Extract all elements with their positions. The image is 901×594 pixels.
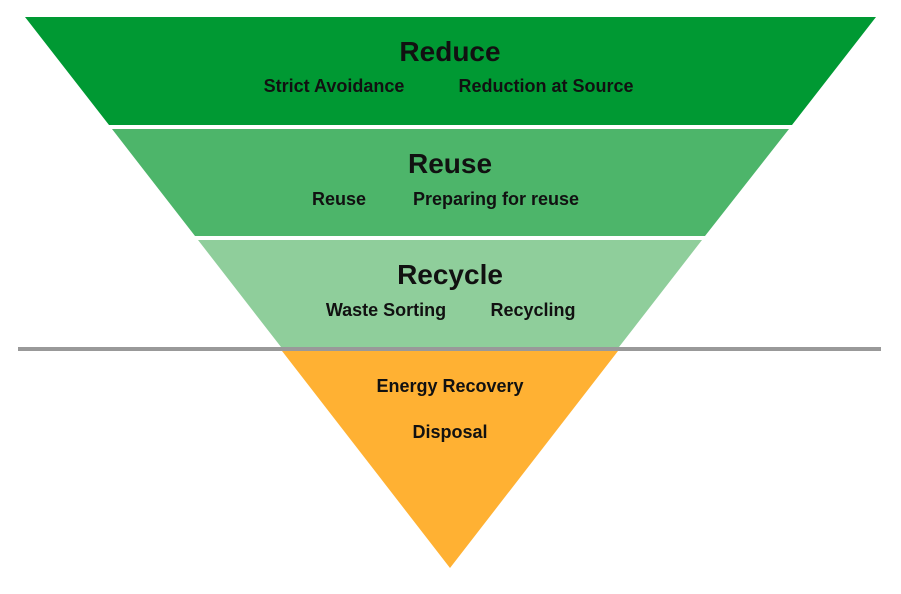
tier-reduce-title: Reduce bbox=[399, 36, 500, 67]
tier-recycle-title: Recycle bbox=[397, 259, 503, 290]
tier-reuse: Reuse Reuse Preparing for reuse bbox=[112, 129, 789, 236]
tier-recovery-disposal: Energy Recovery Disposal bbox=[282, 351, 618, 568]
tier-item-disposal: Disposal bbox=[412, 422, 487, 442]
tier-reuse-band bbox=[112, 129, 789, 236]
tier-item-energy-recovery: Energy Recovery bbox=[376, 376, 523, 396]
tier-reuse-item-reuse: Reuse bbox=[312, 189, 366, 209]
tier-reduce-item-reduction-at-source: Reduction at Source bbox=[458, 76, 633, 96]
tier-reduce-band bbox=[25, 17, 876, 125]
tier-reuse-title: Reuse bbox=[408, 148, 492, 179]
tier-recycle-item-recycling: Recycling bbox=[490, 300, 575, 320]
tier-recovery-disposal-band bbox=[282, 351, 618, 568]
tier-reduce-item-strict-avoidance: Strict Avoidance bbox=[264, 76, 405, 96]
tier-reduce: Reduce Strict Avoidance Reduction at Sou… bbox=[25, 17, 876, 125]
tier-recycle-band bbox=[198, 240, 702, 347]
tier-recycle-item-waste-sorting: Waste Sorting bbox=[326, 300, 446, 320]
tier-reuse-item-preparing-for-reuse: Preparing for reuse bbox=[413, 189, 579, 209]
tier-recycle: Recycle Waste Sorting Recycling bbox=[198, 240, 702, 347]
